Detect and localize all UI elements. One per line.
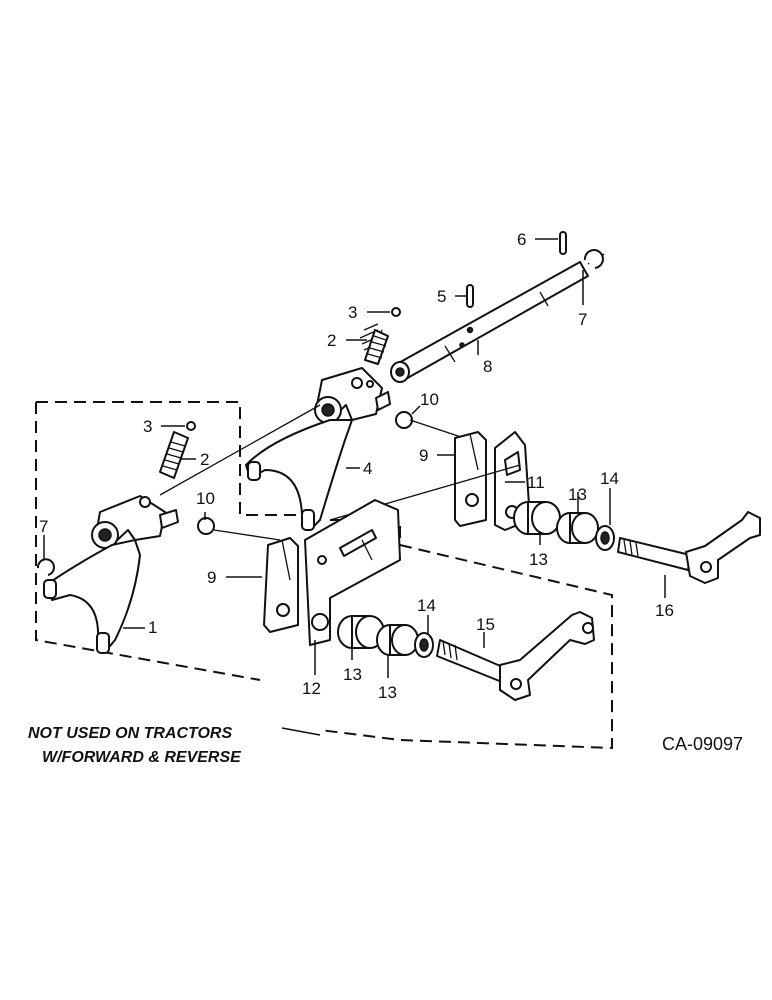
callout-6: 6 bbox=[517, 230, 526, 249]
callout-13-lower-left: 13 bbox=[343, 665, 362, 684]
callout-5: 5 bbox=[437, 287, 446, 306]
callout-7-left: 7 bbox=[39, 517, 48, 536]
callout-4: 4 bbox=[363, 459, 372, 478]
roll-pin-5 bbox=[466, 284, 474, 308]
spacer-10-upper bbox=[395, 411, 413, 429]
shift-fork-1 bbox=[43, 495, 179, 654]
callout-labels: 1 2 2 3 3 4 5 6 7 7 8 9 9 10 10 11 12 13… bbox=[39, 230, 674, 702]
detent-spring-2-lower bbox=[159, 431, 189, 479]
leader-lines bbox=[43, 238, 666, 678]
callout-3-lower: 3 bbox=[143, 417, 152, 436]
callout-9-upper: 9 bbox=[419, 446, 428, 465]
axis-line bbox=[159, 404, 321, 496]
bearing-13-lower-b bbox=[376, 624, 419, 656]
detent-ball-3-upper bbox=[391, 307, 401, 317]
figure-code: CA-09097 bbox=[662, 734, 743, 754]
mounting-plate-12 bbox=[304, 499, 401, 646]
shift-lever-15 bbox=[436, 611, 595, 701]
shift-rail-8 bbox=[390, 253, 605, 383]
spacer-10-lower bbox=[197, 517, 215, 535]
callout-16: 16 bbox=[655, 601, 674, 620]
callout-13-lower-right: 13 bbox=[378, 683, 397, 702]
detent-ball-3-lower bbox=[186, 421, 196, 431]
note-leader bbox=[281, 727, 321, 736]
note-line-2: W/FORWARD & REVERSE bbox=[42, 749, 242, 766]
callout-2-lower: 2 bbox=[200, 450, 209, 469]
callout-14-lower: 14 bbox=[417, 596, 436, 615]
note-line-1: NOT USED ON TRACTORS bbox=[28, 725, 232, 742]
roll-pin-6 bbox=[559, 231, 567, 255]
bearing-13-upper-a bbox=[513, 501, 561, 535]
callout-14-upper: 14 bbox=[600, 469, 619, 488]
snap-ring-7-right bbox=[583, 249, 604, 269]
seal-14-lower bbox=[414, 632, 434, 658]
bearing-13-upper-b bbox=[556, 512, 599, 544]
callout-1: 1 bbox=[148, 618, 157, 637]
callout-7-right: 7 bbox=[578, 310, 587, 329]
detent-spring-2-upper bbox=[359, 323, 389, 365]
callout-13-upper-bottom: 13 bbox=[529, 550, 548, 569]
shift-plate-9-lower bbox=[263, 537, 299, 633]
callout-10-lower: 10 bbox=[196, 489, 215, 508]
callout-11: 11 bbox=[527, 473, 545, 492]
callout-9-lower: 9 bbox=[207, 568, 216, 587]
callout-2-upper: 2 bbox=[327, 331, 336, 350]
callout-8: 8 bbox=[483, 357, 492, 376]
axis-line-3 bbox=[213, 529, 281, 541]
snap-ring-7-left bbox=[36, 558, 55, 576]
callout-15: 15 bbox=[476, 615, 495, 634]
shift-fork-4 bbox=[245, 367, 391, 531]
shift-lever-16 bbox=[617, 511, 761, 584]
dashed-boundary bbox=[35, 401, 613, 750]
callout-10-upper: 10 bbox=[420, 390, 439, 409]
callout-3-upper: 3 bbox=[348, 303, 357, 322]
callout-12: 12 bbox=[302, 679, 321, 698]
seal-14-upper bbox=[595, 525, 615, 551]
callout-13-upper-top: 13 bbox=[568, 485, 587, 504]
